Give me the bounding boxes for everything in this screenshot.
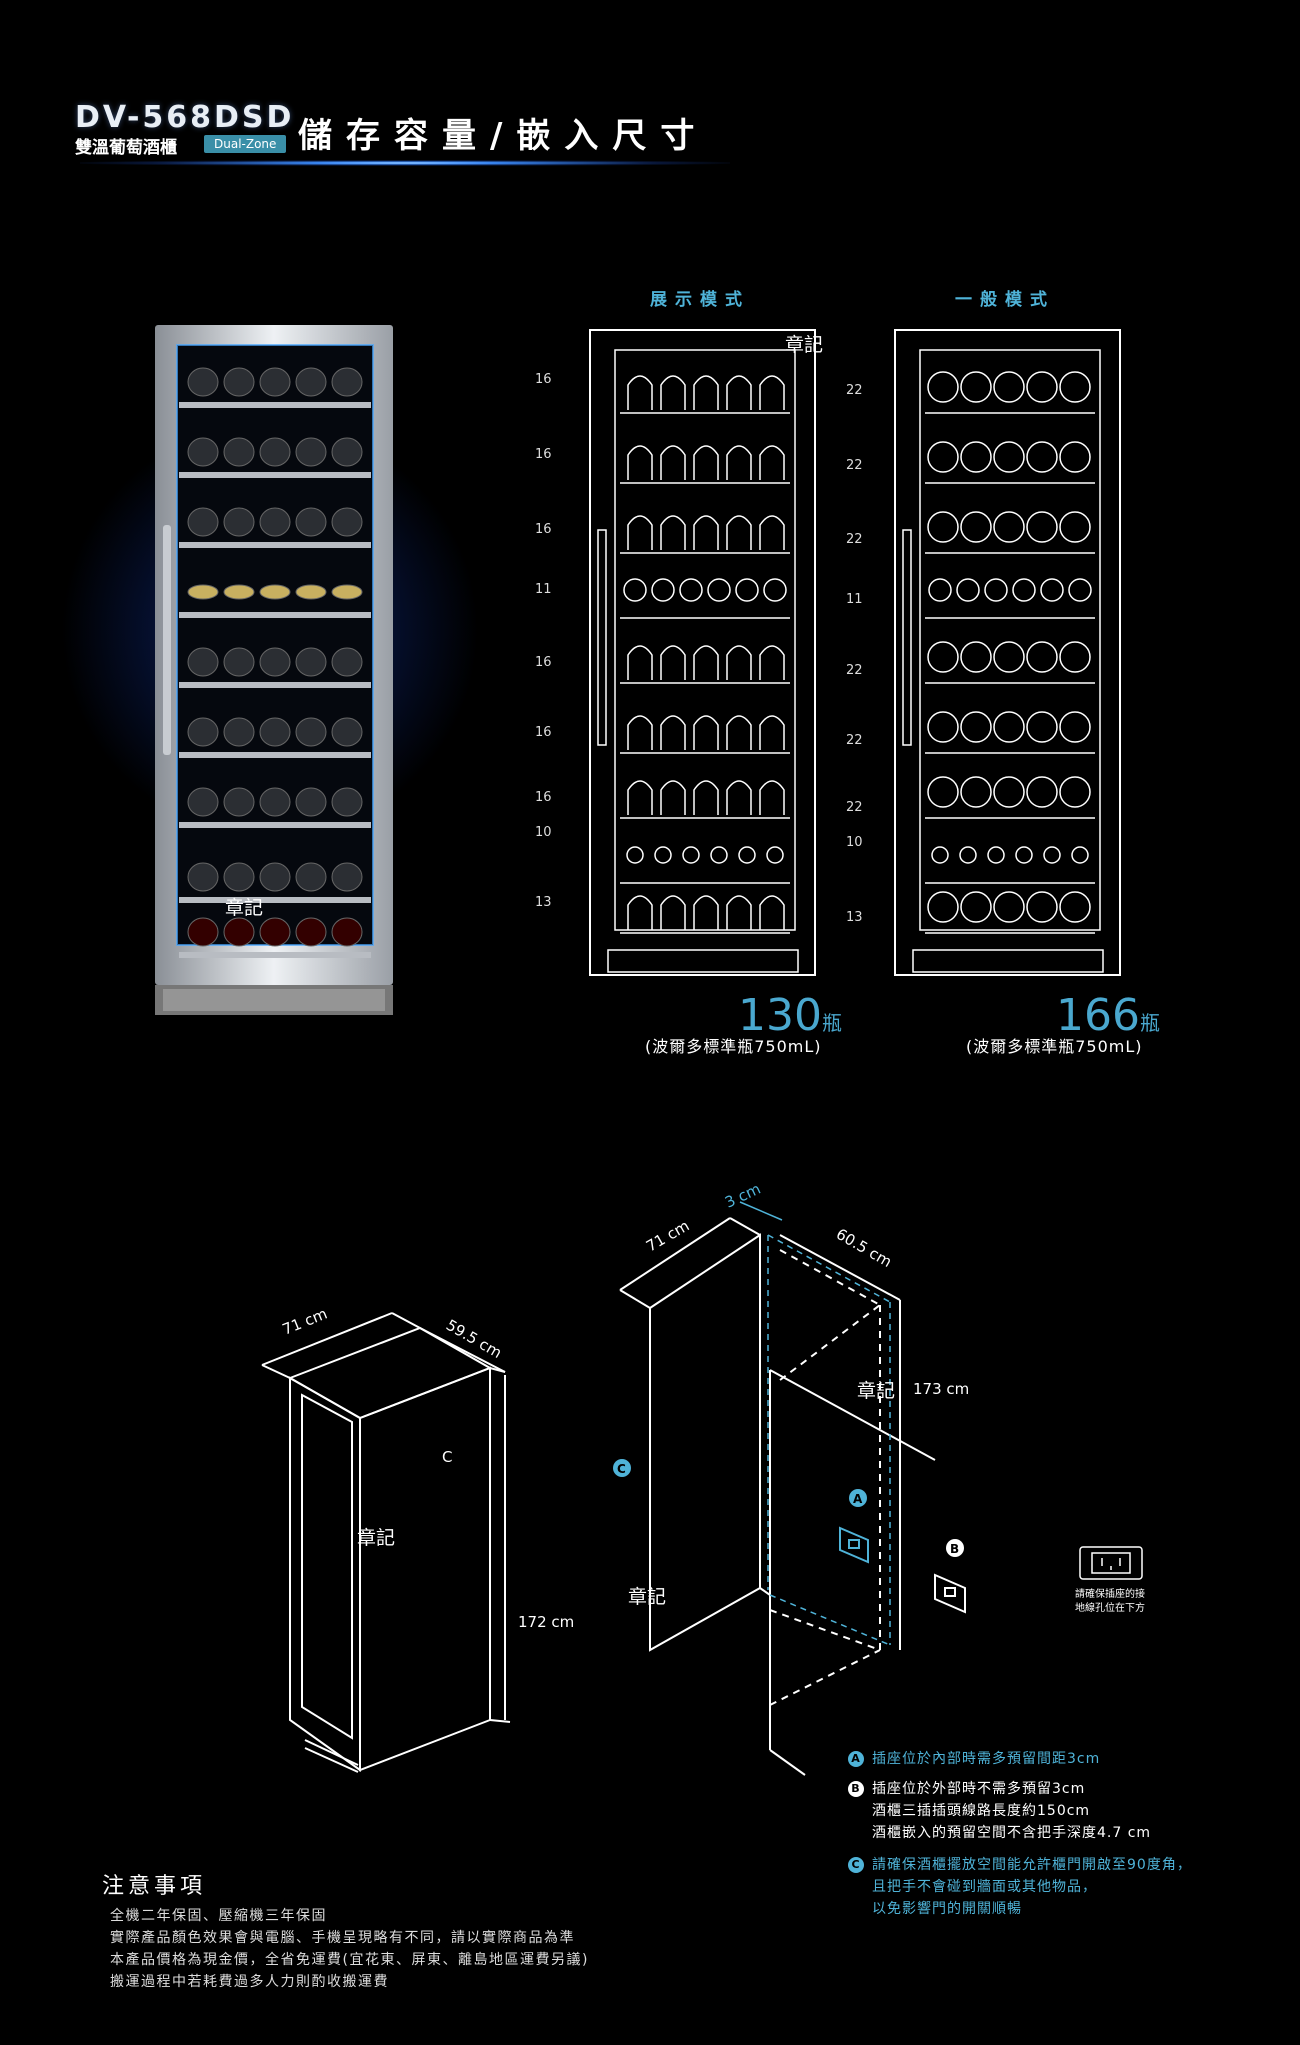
page-title: 儲存容量/嵌入尺寸	[298, 116, 709, 156]
outlet-note-line: 地線孔位在下方	[1075, 1603, 1145, 1614]
display-mode-label: 展示模式	[650, 290, 750, 310]
shelf-count: 16	[535, 522, 552, 537]
stamp-front: 章記	[357, 1527, 396, 1549]
header-glow	[80, 160, 730, 166]
front-width-dim: 71 cm	[280, 1305, 330, 1339]
wall-outlet-icon	[1079, 1546, 1143, 1580]
shelf-count: 16	[535, 790, 552, 805]
note-c-line: 請確保酒櫃擺放空間能允許櫃門開啟至90度角，	[872, 1857, 1192, 1873]
marker-c: C	[613, 1459, 631, 1477]
general-capacity-unit: 瓶	[1139, 1011, 1160, 1035]
svg-text:C: C	[617, 1462, 626, 1476]
front-height-dim: 172 cm	[518, 1613, 574, 1631]
cabinet-line-drawings	[589, 329, 1121, 976]
shelf-count: 16	[535, 447, 552, 462]
dual-zone-badge: Dual-Zone	[204, 135, 287, 153]
display-capacity: 130瓶	[738, 990, 842, 1041]
stamp-niche: 章記	[628, 1586, 667, 1608]
model-number: DV-568DSD	[75, 100, 295, 135]
outlet-note: 請確保插座的接 地線孔位在下方	[1060, 1588, 1160, 1616]
gap-dim: 3 cm	[722, 1180, 763, 1212]
shelf-count: 16	[535, 372, 552, 387]
shelf-count: 22	[846, 733, 863, 748]
cabinet-outline-dashed	[769, 1249, 881, 1706]
note-b: B 插座位於外部時不需多預留3cm	[848, 1778, 1288, 1800]
notice-item: 實際產品顏色效果會與電腦、手機呈現略有不同，請以實際商品為準	[110, 1930, 575, 1946]
svg-text:B: B	[950, 1542, 959, 1556]
stamp-height: 章記	[857, 1380, 896, 1402]
shelf-count: 22	[846, 532, 863, 547]
shelf-count: 13	[535, 895, 552, 910]
shelf-count: 22	[846, 383, 863, 398]
note-c-line: 以免影響門的開關順暢	[872, 1901, 1022, 1917]
shelf-count: 10	[846, 835, 863, 850]
general-mode-label: 一般模式	[955, 290, 1055, 310]
note-b-line: 插座位於外部時不需多預留3cm	[872, 1781, 1086, 1797]
general-capacity-value: 166	[1056, 990, 1140, 1041]
shelf-count: 22	[846, 663, 863, 678]
note-c: C 請確保酒櫃擺放空間能允許櫃門開啟至90度角，	[848, 1854, 1288, 1876]
notice-item: 全機二年保固、壓縮機三年保固	[110, 1908, 327, 1924]
built-in-niche	[619, 1217, 936, 1776]
note-c-line: 且把手不會碰到牆面或其他物品，	[872, 1879, 1097, 1895]
product-photo: 章記	[60, 300, 480, 1080]
gap-dimension-line	[739, 1201, 783, 1221]
marker-c-icon: C	[848, 1857, 864, 1873]
marker-b-icon: B	[848, 1781, 864, 1797]
notice-list: 全機二年保固、壓縮機三年保固 實際產品顏色效果會與電腦、手機呈現略有不同，請以實…	[110, 1905, 589, 1993]
freestanding-cabinet	[261, 1312, 511, 1773]
cabinet-depth-dim: 60.5 cm	[833, 1225, 895, 1271]
display-capacity-note: (波爾多標準瓶750mL)	[645, 1037, 822, 1056]
notice-item: 搬運過程中若耗費過多人力則酌收搬運費	[110, 1974, 389, 1990]
installation-notes: A 插座位於內部時需多預留間距3cm B 插座位於外部時不需多預留3cm 酒櫃三插插…	[848, 1748, 1288, 1920]
shelf-count: 11	[535, 582, 552, 597]
shelf-count: 16	[535, 725, 552, 740]
shelf-count: 22	[846, 800, 863, 815]
note-a-text: 插座位於內部時需多預留間距3cm	[872, 1751, 1101, 1767]
display-capacity-value: 130	[738, 990, 822, 1041]
outlet-note-line: 請確保插座的接	[1075, 1589, 1145, 1600]
wine-cabinet-illustration	[155, 325, 393, 1015]
dimension-drawings: 71 cm 59.5 cm 172 cm C 71 cm 3 cm 60.5 c…	[261, 1180, 1143, 1776]
shelf-count: 11	[846, 592, 863, 607]
display-capacity-unit: 瓶	[821, 1011, 842, 1035]
cabinet-height-dim: 173 cm	[913, 1380, 969, 1398]
general-capacity-note: (波爾多標準瓶750mL)	[966, 1037, 1143, 1056]
shelf-count: 13	[846, 910, 863, 925]
general-mode-cabinet	[894, 329, 1121, 976]
outer-outlet-icon	[934, 1573, 966, 1614]
marker-b: B	[946, 1539, 964, 1557]
display-mode-cabinet	[589, 329, 816, 976]
clearance-dashed	[767, 1234, 891, 1646]
stamp-photo: 章記	[225, 897, 264, 919]
shelf-count: 10	[535, 825, 552, 840]
note-b-line: 酒櫃三插插頭線路長度約150cm	[872, 1803, 1091, 1819]
bottle-rows	[179, 367, 371, 958]
front-label-c: C	[442, 1448, 452, 1466]
product-name: 雙溫葡萄酒櫃	[75, 138, 177, 158]
marker-a-icon: A	[848, 1751, 864, 1767]
general-capacity: 166瓶	[1056, 990, 1160, 1041]
note-a: A 插座位於內部時需多預留間距3cm	[848, 1748, 1288, 1770]
shelf-count: 22	[846, 458, 863, 473]
notice-title: 注意事項	[102, 1874, 207, 1899]
svg-text:A: A	[853, 1492, 863, 1506]
shelf-count: 16	[535, 655, 552, 670]
cabinet-width-dim: 71 cm	[643, 1217, 692, 1256]
inner-outlet-icon	[839, 1526, 869, 1564]
note-b-line: 酒櫃嵌入的預留空間不含把手深度4.7 cm	[872, 1825, 1152, 1841]
notice-item: 本產品價格為現金價，全省免運費(宜花東、屏東、離島地區運費另議)	[110, 1952, 589, 1968]
marker-a: A	[849, 1489, 867, 1507]
